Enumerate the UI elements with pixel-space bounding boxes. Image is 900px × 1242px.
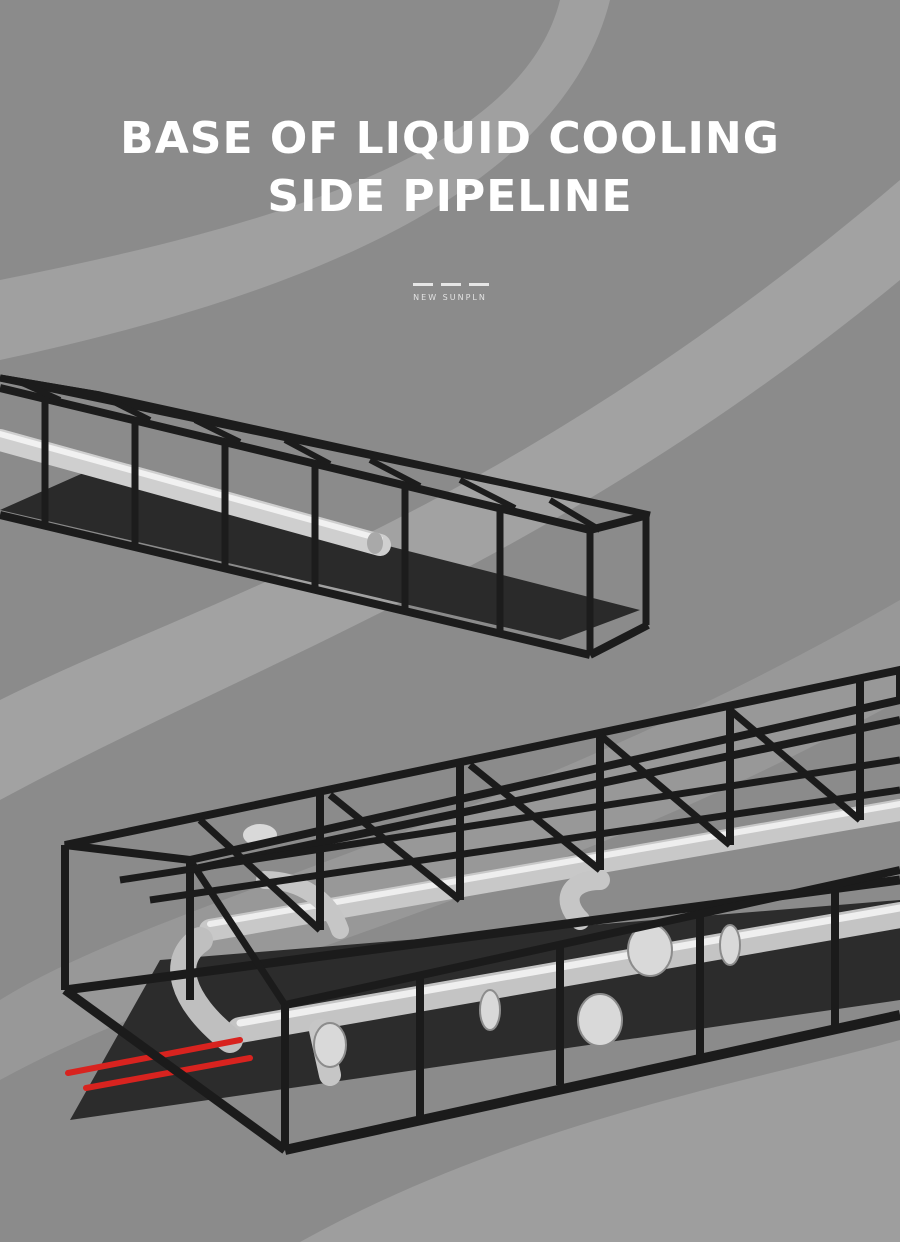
title-line-1: BASE OF LIQUID COOLING <box>120 113 780 164</box>
upper-pipeline-skid-image <box>0 374 651 659</box>
divider-dash <box>469 283 489 286</box>
divider-dash <box>441 283 461 286</box>
page-title: BASE OF LIQUID COOLING SIDE PIPELINE <box>0 110 900 226</box>
brand-label: NEW SUNPLN <box>413 293 487 302</box>
title-divider <box>413 283 489 287</box>
title-line-2: SIDE PIPELINE <box>267 171 633 222</box>
divider-dash <box>413 283 433 286</box>
header: BASE OF LIQUID COOLING SIDE PIPELINE <box>0 110 900 226</box>
lower-pipeline-skid-image <box>61 665 900 1155</box>
